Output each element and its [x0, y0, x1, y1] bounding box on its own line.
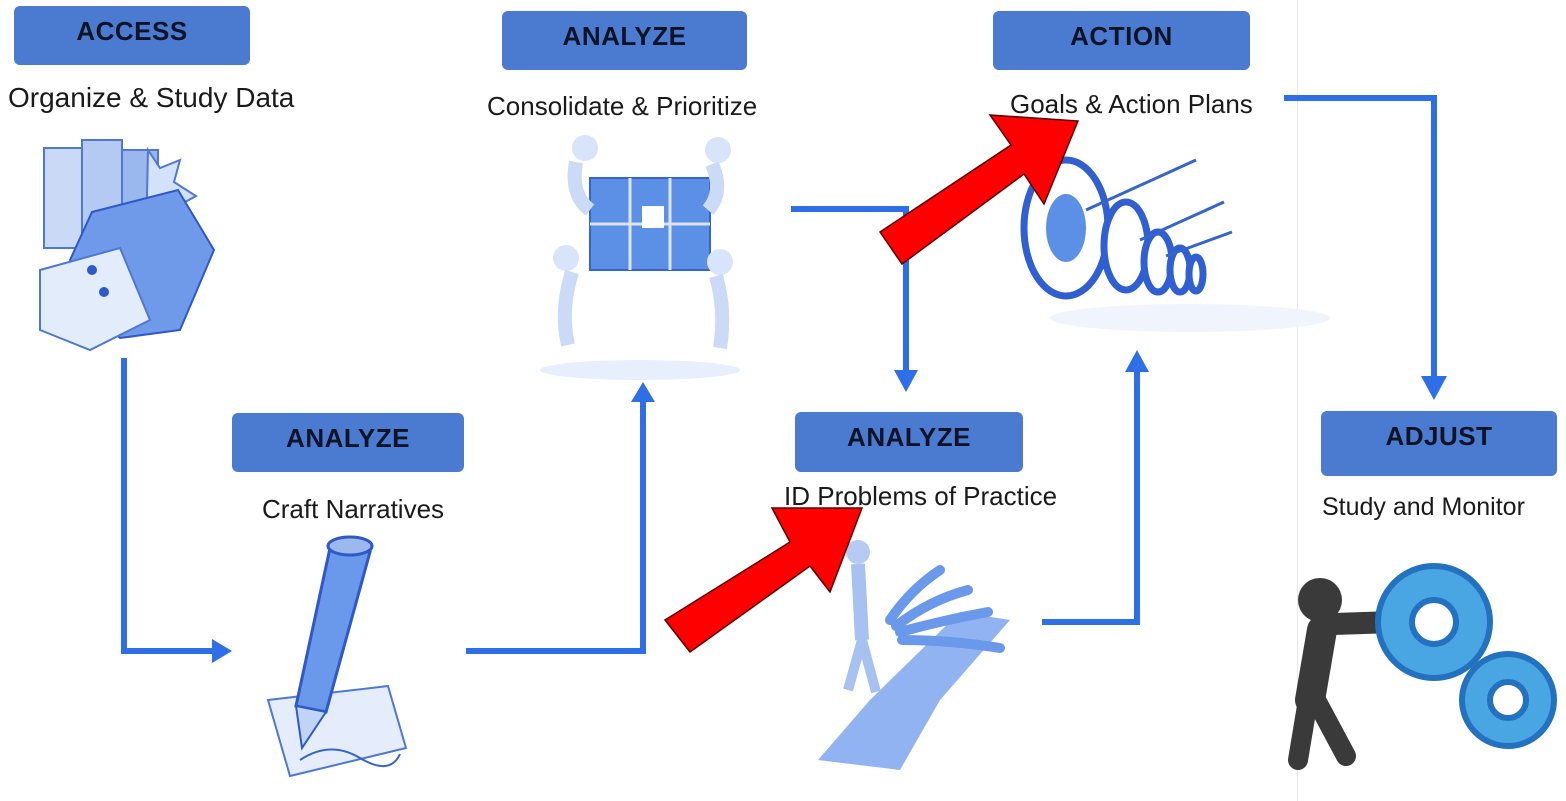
- caption-problems: ID Problems of Practice: [784, 481, 1058, 511]
- arrowhead-to-craft: [212, 639, 232, 663]
- label-action: ACTION: [993, 11, 1250, 70]
- caption-action: Goals & Action Plans: [1010, 89, 1253, 119]
- caption-craft-narratives: Craft Narratives: [262, 494, 445, 524]
- connector-access-to-craft: [121, 358, 212, 654]
- targets-arrows-icon: [1020, 156, 1330, 332]
- label-access: ACCESS: [14, 6, 250, 65]
- red-arrow-to-action: [878, 114, 1080, 266]
- label-analyze-consolidate: ANALYZE: [502, 11, 747, 70]
- panel-divider: [1297, 0, 1298, 801]
- arrowhead-to-consolidate: [631, 382, 655, 402]
- label-analyze-craft: ANALYZE: [232, 413, 464, 472]
- connector-lines: [121, 95, 1437, 654]
- person-pushing-gears-icon: [1288, 563, 1557, 770]
- caption-consolidate: Consolidate & Prioritize: [487, 91, 758, 121]
- arrowhead-to-action: [1125, 350, 1149, 372]
- binders-icon: [39, 139, 216, 352]
- caption-access: Organize & Study Data: [8, 82, 295, 113]
- red-arrow-to-problems: [663, 507, 864, 654]
- connector-problems-to-action: [1042, 372, 1140, 625]
- connector-craft-to-consolidate: [466, 402, 646, 654]
- puzzle-team-icon: [540, 135, 740, 380]
- connector-consolidate-to-problems: [791, 206, 909, 370]
- label-adjust: ADJUST: [1321, 411, 1557, 476]
- decision-paths-icon: [818, 540, 1010, 770]
- pencil-writing-icon: [266, 535, 408, 778]
- arrowhead-to-adjust: [1421, 376, 1447, 400]
- connector-action-to-adjust: [1284, 95, 1437, 376]
- label-analyze-problems: ANALYZE: [795, 412, 1023, 472]
- caption-adjust: Study and Monitor: [1322, 493, 1525, 521]
- arrowhead-to-problems: [894, 370, 918, 392]
